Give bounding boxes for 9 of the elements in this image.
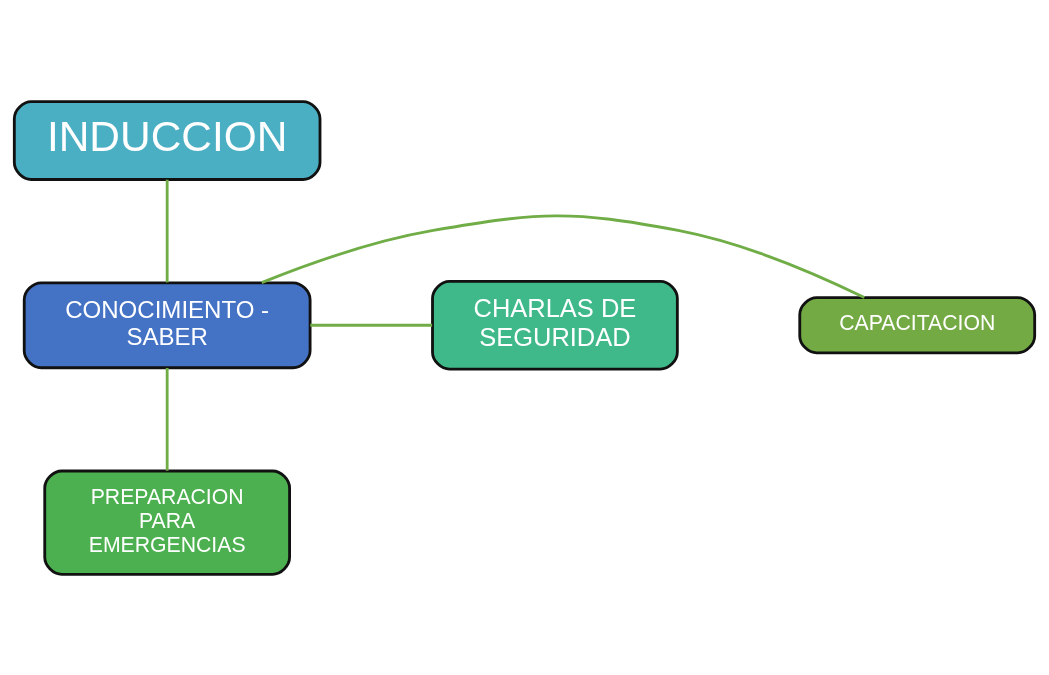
node-box: INDUCCION xyxy=(12,99,322,181)
connector xyxy=(310,323,433,327)
node-box: CONOCIMIENTO - SABER xyxy=(22,280,312,369)
connector xyxy=(165,367,169,471)
node-box: CAPACITACION xyxy=(798,295,1037,354)
connector xyxy=(261,213,865,299)
connector xyxy=(165,179,169,282)
node-box: CHARLAS DE SEGURIDAD xyxy=(431,279,679,371)
node-box: PREPARACION PARA EMERGENCIAS xyxy=(43,469,291,576)
